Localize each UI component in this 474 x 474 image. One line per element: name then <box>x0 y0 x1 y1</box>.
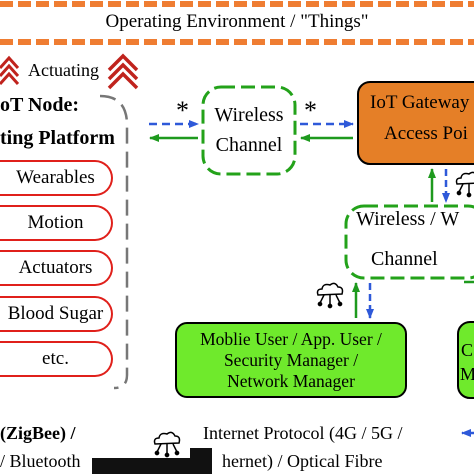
mobile-user-line2: Security Manager / <box>223 349 359 370</box>
environment-label: Operating Environment / "Things" <box>105 11 369 32</box>
iot-node-title: oT Node: <box>0 94 80 116</box>
star-marker-left: * <box>176 96 189 125</box>
sensor-wearables: Wearables <box>0 160 113 196</box>
cloud-network-icon <box>316 282 344 309</box>
gateway-line2: Access Poi <box>384 123 468 144</box>
protocol-bluetooth: / Bluetooth <box>0 451 81 471</box>
gateway-line1: IoT Gateway <box>370 92 470 113</box>
actuating-label: Actuating <box>28 60 99 80</box>
mobile-user-line1: Moblie User / App. User / <box>200 328 382 349</box>
bottom-partial-glyph <box>92 448 212 474</box>
cloud-network-icon <box>153 431 181 458</box>
protocol-internet: Internet Protocol (4G / 5G / <box>203 423 403 443</box>
wireless-channel-b-box <box>344 204 474 280</box>
mobile-user-line3: Network Manager <box>227 370 355 391</box>
wireless-channel-a-line1: Wireless <box>214 104 284 126</box>
star-marker-right: * <box>304 96 317 125</box>
sensor-blood-sugar: Blood Sugar <box>0 296 113 332</box>
wireless-channel-a-line2: Channel <box>215 134 283 156</box>
sensor-motion: Motion <box>0 205 113 241</box>
protocol-zigbee: (ZigBee) / <box>0 423 76 443</box>
wireless-channel-b-line1: Wireless / W <box>356 208 460 230</box>
right-box-line1: C <box>461 340 474 360</box>
iot-node-subtitle: ting Platform <box>0 127 115 149</box>
iot-node-container <box>99 94 129 390</box>
sensor-etc: etc. <box>0 341 113 377</box>
sensor-actuators: Actuators <box>0 250 113 286</box>
cloud-network-icon <box>455 171 474 198</box>
right-box-line2: M <box>460 364 474 384</box>
actuating-chevrons-right-icon <box>107 53 139 90</box>
wireless-channel-a-box <box>201 85 297 176</box>
gateway-box <box>357 81 474 165</box>
right-partial-box <box>457 321 474 399</box>
wireless-channel-b-line2: Channel <box>371 248 438 270</box>
actuating-chevrons-left-icon <box>0 55 20 86</box>
environment-border <box>0 1 474 45</box>
mobile-user-box: Moblie User / App. User / Security Manag… <box>175 322 407 398</box>
protocol-ethernet: hernet) / Optical Fibre <box>222 451 383 471</box>
